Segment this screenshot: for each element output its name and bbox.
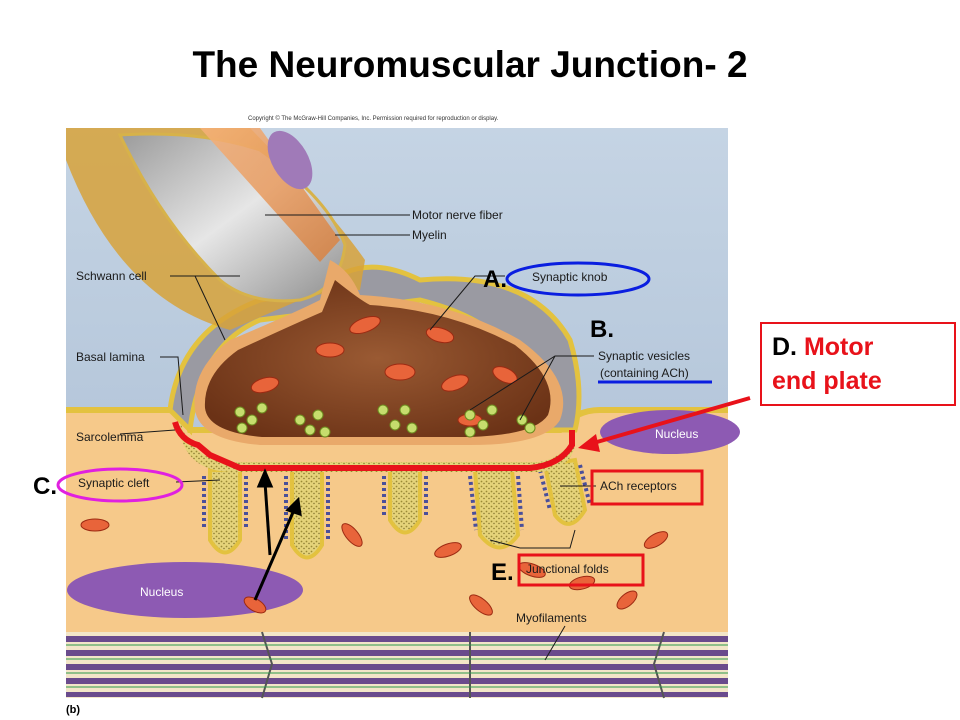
ach-receptors-highlight (590, 469, 704, 506)
slide-title: The Neuromuscular Junction- 2 (192, 44, 748, 85)
junctional-folds-highlight (517, 553, 645, 587)
label-nucleus-right: Nucleus (655, 427, 698, 441)
junctional-folds-arrows (253, 468, 302, 601)
marker-c: C. (33, 473, 57, 500)
marker-b: B. (590, 316, 614, 343)
copyright-notice: Copyright © The McGraw-Hill Companies, I… (248, 116, 499, 122)
label-junctional-folds: Junctional folds (526, 562, 609, 576)
label-sarcolemma: Sarcolemma (76, 430, 144, 444)
label-myofilaments: Myofilaments (516, 611, 587, 625)
synaptic-cleft-highlight (56, 467, 184, 503)
motor-nerve-fiber (66, 128, 365, 330)
label-synaptic-knob: Synaptic knob (532, 270, 608, 284)
callout-line1: Motor (803, 333, 874, 361)
label-ach-receptors: ACh receptors (600, 479, 677, 493)
leader-lines (119, 214, 596, 661)
motor-end-plate-arrow (578, 396, 751, 452)
callout-prefix: D. (772, 333, 797, 361)
panel-label: (b) (66, 704, 81, 716)
callout-line2: end plate (772, 367, 882, 395)
label-synaptic-vesicles-line1: Synaptic vesicles (598, 349, 690, 363)
label-synaptic-cleft: Synaptic cleft (78, 476, 150, 490)
ach-receptors (202, 464, 592, 540)
label-schwann-cell: Schwann cell (76, 269, 147, 283)
motor-end-plate-callout: D. Motor end plate (760, 322, 956, 406)
synaptic-knob (194, 260, 564, 445)
label-synaptic-vesicles-line2: (containing ACh) (600, 366, 689, 380)
synaptic-knob-highlight (505, 261, 651, 297)
label-motor-nerve-fiber: Motor nerve fiber (412, 208, 503, 222)
label-nucleus-left: Nucleus (140, 585, 183, 599)
junctional-folds (208, 457, 588, 560)
label-myelin: Myelin (412, 228, 447, 242)
nucleus-right (600, 410, 740, 454)
marker-a: A. (483, 266, 507, 293)
label-basal-lamina: Basal lamina (76, 350, 145, 364)
nucleus-left (67, 562, 303, 618)
marker-e: E. (491, 559, 514, 586)
motor-end-plate-outline (172, 421, 575, 471)
synaptic-vesicles (234, 402, 536, 438)
myofilaments-band (66, 631, 728, 699)
